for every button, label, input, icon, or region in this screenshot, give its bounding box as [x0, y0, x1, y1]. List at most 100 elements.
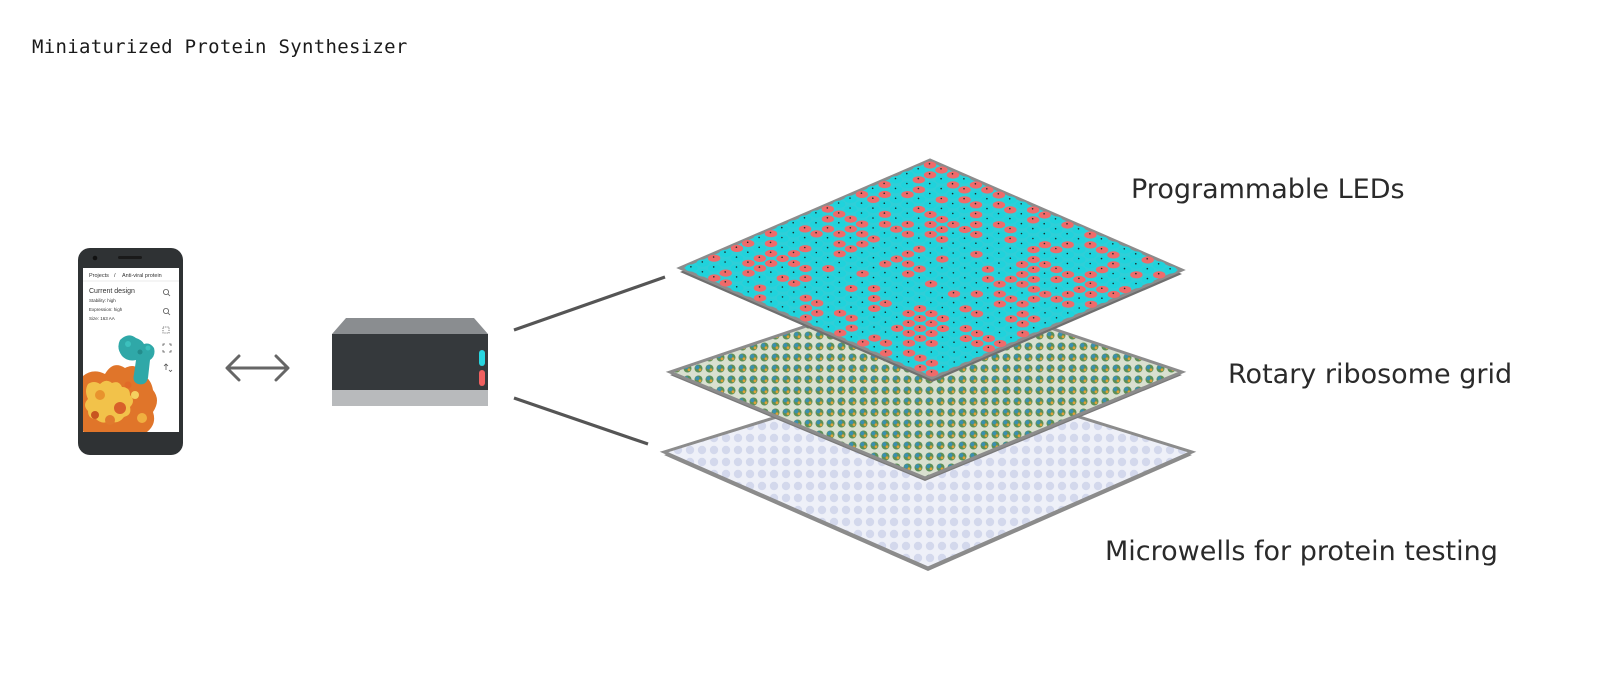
led-center-dot: [883, 242, 886, 244]
led-cyan: [1004, 196, 1017, 204]
led-center-dot: [998, 302, 1001, 304]
led-center-dot: [906, 182, 908, 185]
led-cyan: [889, 176, 903, 184]
phone-breadcrumb-projects[interactable]: Projects: [89, 273, 109, 279]
led-center-dot: [849, 246, 852, 249]
zoom-in-icon[interactable]: [162, 288, 171, 297]
led-center-dot: [941, 277, 943, 279]
smartphone: Projects / Anti-viral protein Current de…: [78, 248, 183, 455]
led-center-dot: [975, 311, 978, 314]
led-center-dot: [724, 281, 727, 283]
led-center-dot: [1123, 248, 1126, 250]
led-red: [753, 294, 767, 302]
led-center-dot: [849, 266, 852, 269]
led-center-dot: [872, 256, 875, 259]
led-center-dot: [1112, 262, 1114, 265]
led-red: [1004, 206, 1017, 214]
led-cyan: [1039, 280, 1052, 288]
led-cyan: [878, 240, 892, 248]
led-center-dot: [850, 336, 853, 338]
led-center-dot: [974, 212, 977, 215]
led-center-dot: [804, 266, 806, 269]
led-center-dot: [963, 227, 966, 230]
led-cyan: [856, 329, 870, 337]
led-cyan: [878, 230, 892, 238]
fullscreen-icon[interactable]: [162, 343, 172, 353]
led-cyan: [992, 211, 1006, 219]
led-center-dot: [907, 331, 910, 333]
led-red: [901, 250, 915, 258]
led-cyan: [890, 275, 904, 283]
led-cyan: [959, 354, 973, 362]
led-cyan: [776, 245, 789, 253]
led-center-dot: [919, 356, 921, 358]
led-center-dot: [883, 252, 886, 254]
led-cyan: [924, 260, 938, 268]
led-center-dot: [792, 221, 794, 224]
led-red: [925, 329, 938, 337]
led-center-dot: [1044, 312, 1046, 314]
led-center-dot: [906, 212, 908, 214]
swap-icon[interactable]: [163, 363, 173, 373]
led-center-dot: [941, 336, 944, 339]
led-cyan: [753, 274, 767, 282]
led-cyan: [1096, 276, 1109, 284]
led-red: [1016, 300, 1029, 308]
led-center-dot: [1112, 252, 1114, 255]
led-center-dot: [1055, 287, 1057, 289]
led-red: [845, 314, 858, 322]
led-center-dot: [769, 231, 772, 234]
led-center-dot: [827, 306, 829, 308]
led-red: [1016, 310, 1029, 318]
led-red: [799, 274, 812, 282]
led-cyan: [1050, 305, 1064, 313]
led-center-dot: [953, 341, 955, 344]
led-center-dot: [849, 276, 852, 279]
led-cyan: [1130, 261, 1143, 269]
led-center-dot: [952, 282, 955, 284]
led-cyan: [1118, 256, 1132, 264]
device-indicator-red: [479, 370, 485, 386]
led-center-dot: [1044, 302, 1046, 304]
led-cyan: [948, 329, 961, 338]
led-red: [946, 171, 960, 179]
led-cyan: [879, 309, 892, 317]
led-center-dot: [941, 257, 943, 259]
led-cyan: [856, 280, 869, 288]
zoom-out-icon[interactable]: [162, 307, 171, 316]
led-center-dot: [1089, 262, 1091, 265]
led-center-dot: [917, 167, 919, 170]
led-center-dot: [1146, 258, 1148, 260]
led-center-dot: [986, 247, 989, 249]
led-cyan: [856, 250, 869, 258]
led-red: [901, 191, 914, 199]
led-red: [958, 196, 971, 204]
led-center-dot: [860, 192, 863, 194]
led-center-dot: [997, 202, 1000, 205]
led-center-dot: [724, 271, 726, 273]
select-icon[interactable]: [162, 326, 170, 334]
led-center-dot: [1123, 257, 1126, 260]
led-cyan: [810, 240, 823, 248]
led-cyan: [879, 270, 892, 278]
led-center-dot: [850, 296, 852, 299]
led-red: [981, 275, 995, 283]
led-red: [822, 265, 835, 273]
led-red: [912, 186, 926, 194]
led-cyan: [1061, 261, 1075, 269]
led-cyan: [981, 255, 995, 263]
led-cyan: [901, 181, 914, 189]
led-cyan: [845, 275, 858, 283]
led-red: [879, 349, 893, 357]
led-cyan: [912, 166, 925, 174]
led-red: [923, 161, 937, 169]
led-center-dot: [873, 316, 875, 318]
led-cyan: [822, 294, 835, 302]
led-center-dot: [1010, 316, 1012, 319]
led-cyan: [1050, 315, 1064, 323]
led-cyan: [833, 270, 846, 278]
led-center-dot: [770, 281, 772, 283]
label-programmable-leds: Programmable LEDs: [1131, 174, 1405, 205]
phone-breadcrumb-current[interactable]: Anti-viral protein: [122, 273, 162, 279]
label-rotary-ribosome-grid: Rotary ribosome grid: [1228, 359, 1512, 390]
